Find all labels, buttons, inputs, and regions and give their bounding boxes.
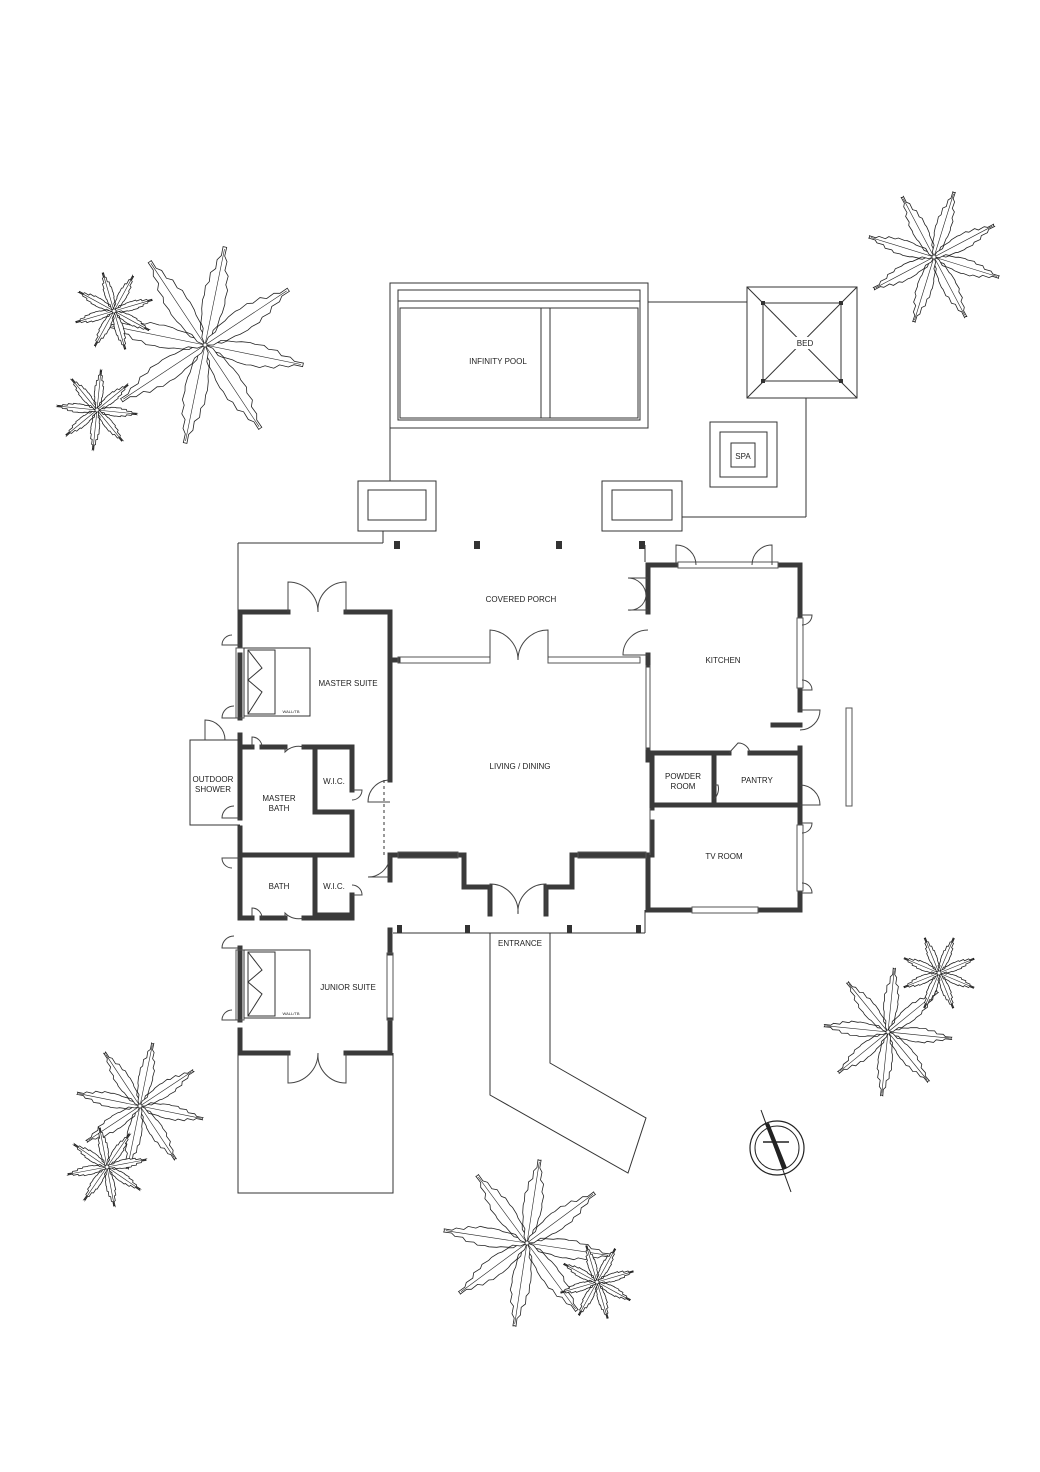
master-bed-tag: WALL/TB xyxy=(283,709,300,714)
bath-label: BATH xyxy=(269,882,290,891)
covered-porch: COVERED PORCH xyxy=(237,531,646,612)
beds: WALL/TB WALL/TB xyxy=(243,647,311,1019)
master-suite-label: MASTER SUITE xyxy=(318,679,377,688)
entrance-label: ENTRANCE xyxy=(498,939,542,948)
master-wic-label: W.I.C. xyxy=(323,777,345,786)
north-arrow-icon xyxy=(749,1109,805,1193)
kitchen-label: KITCHEN xyxy=(705,656,740,665)
windows xyxy=(235,561,804,1021)
palm-tree-icon xyxy=(560,1245,634,1319)
bed-label: BED xyxy=(797,339,814,348)
outdoor-shower-label-2: SHOWER xyxy=(195,785,231,794)
palm-tree-icon xyxy=(106,246,304,444)
walls xyxy=(237,562,803,1056)
spa-label: SPA xyxy=(735,452,751,461)
palm-tree-icon xyxy=(903,937,975,1009)
outdoor-shower-label-1: OUTDOOR xyxy=(193,775,234,784)
tv-room-label: TV ROOM xyxy=(705,852,743,861)
trees xyxy=(55,190,1001,1327)
infinity-pool-label: INFINITY POOL xyxy=(469,357,527,366)
doors xyxy=(189,544,853,1084)
palm-tree-icon xyxy=(66,1126,148,1208)
palm-tree-icon xyxy=(76,1042,204,1170)
master-bath-label-1: MASTER xyxy=(262,794,296,803)
pantry-label: PANTRY xyxy=(741,776,773,785)
room-labels: MASTER SUITE KITCHEN LIVING / DINING OUT… xyxy=(193,656,774,992)
palm-tree-icon xyxy=(55,368,139,452)
covered-porch-label: COVERED PORCH xyxy=(486,595,557,604)
palm-tree-icon xyxy=(75,272,153,350)
palm-tree-icon xyxy=(867,190,1001,324)
powder-room-label-2: ROOM xyxy=(671,782,696,791)
living-dining-label: LIVING / DINING xyxy=(490,762,551,771)
pool-area: INFINITY POOL BED SPA xyxy=(357,282,858,532)
junior-bed-tag: WALL/TB xyxy=(283,1011,300,1016)
junior-wic-label: W.I.C. xyxy=(323,882,345,891)
entrance-area: ENTRANCE xyxy=(237,910,647,1194)
junior-suite-label: JUNIOR SUITE xyxy=(320,983,376,992)
powder-room-label-1: POWDER xyxy=(665,772,701,781)
master-bath-label-2: BATH xyxy=(269,804,290,813)
